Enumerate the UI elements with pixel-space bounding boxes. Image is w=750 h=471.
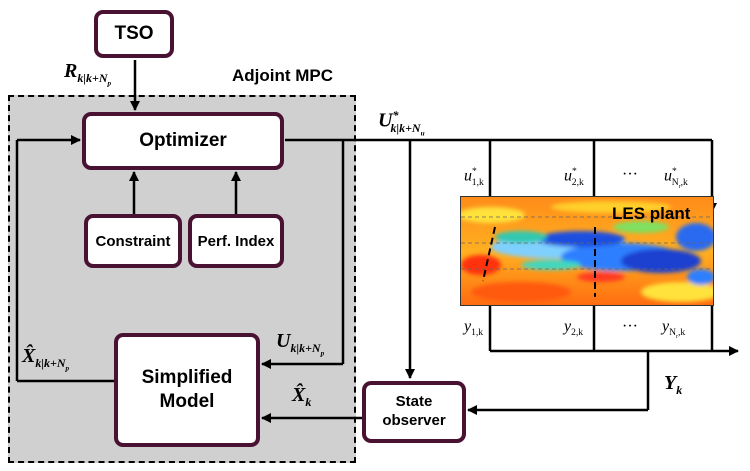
u1-label: u*1,k — [464, 166, 484, 188]
optimizer-block: Optimizer — [82, 112, 284, 170]
tso-block: TSO — [94, 10, 174, 58]
y1-label: y1,k — [464, 318, 484, 339]
perf-index-label: Perf. Index — [197, 232, 275, 250]
y-output-label: Yk — [664, 372, 683, 397]
state-observer-block: State observer — [362, 381, 466, 443]
optimizer-label: Optimizer — [139, 130, 227, 151]
u-label: Uk|k+Np — [276, 330, 325, 358]
state-observer-label-line2: observer — [382, 412, 446, 429]
les-plant-plot — [460, 196, 714, 306]
tso-label: TSO — [114, 23, 154, 44]
simplified-model-label-line1: Simplified — [141, 367, 233, 389]
constraint-label: Constraint — [95, 232, 171, 250]
r-reference-label: Rk|k+Np — [64, 60, 112, 88]
uN-label: u*Nr,k — [664, 166, 688, 190]
dots-top-label: ··· — [622, 166, 638, 183]
simplified-model-block: Simplified Model — [114, 333, 260, 447]
constraint-block: Constraint — [84, 214, 182, 268]
state-observer-label-line1: State — [395, 393, 433, 411]
dots-bottom-label: ··· — [622, 318, 638, 335]
les-flow-field — [461, 197, 713, 305]
x-hat-prediction-label: X̂k|k+Np — [22, 345, 70, 373]
adjoint-mpc-label: Adjoint MPC — [232, 66, 334, 85]
perf-index-block: Perf. Index — [188, 214, 284, 268]
simplified-model-label-line2: Model — [159, 391, 215, 412]
x-hat-label: X̂k — [292, 384, 312, 409]
les-plant-label: LES plant — [612, 204, 691, 223]
yN-label: yNr,k — [662, 318, 686, 341]
y2-label: y2,k — [564, 318, 584, 339]
u-star-label: U*k|k+Nu — [378, 108, 425, 138]
u2-label: u*2,k — [564, 166, 584, 188]
